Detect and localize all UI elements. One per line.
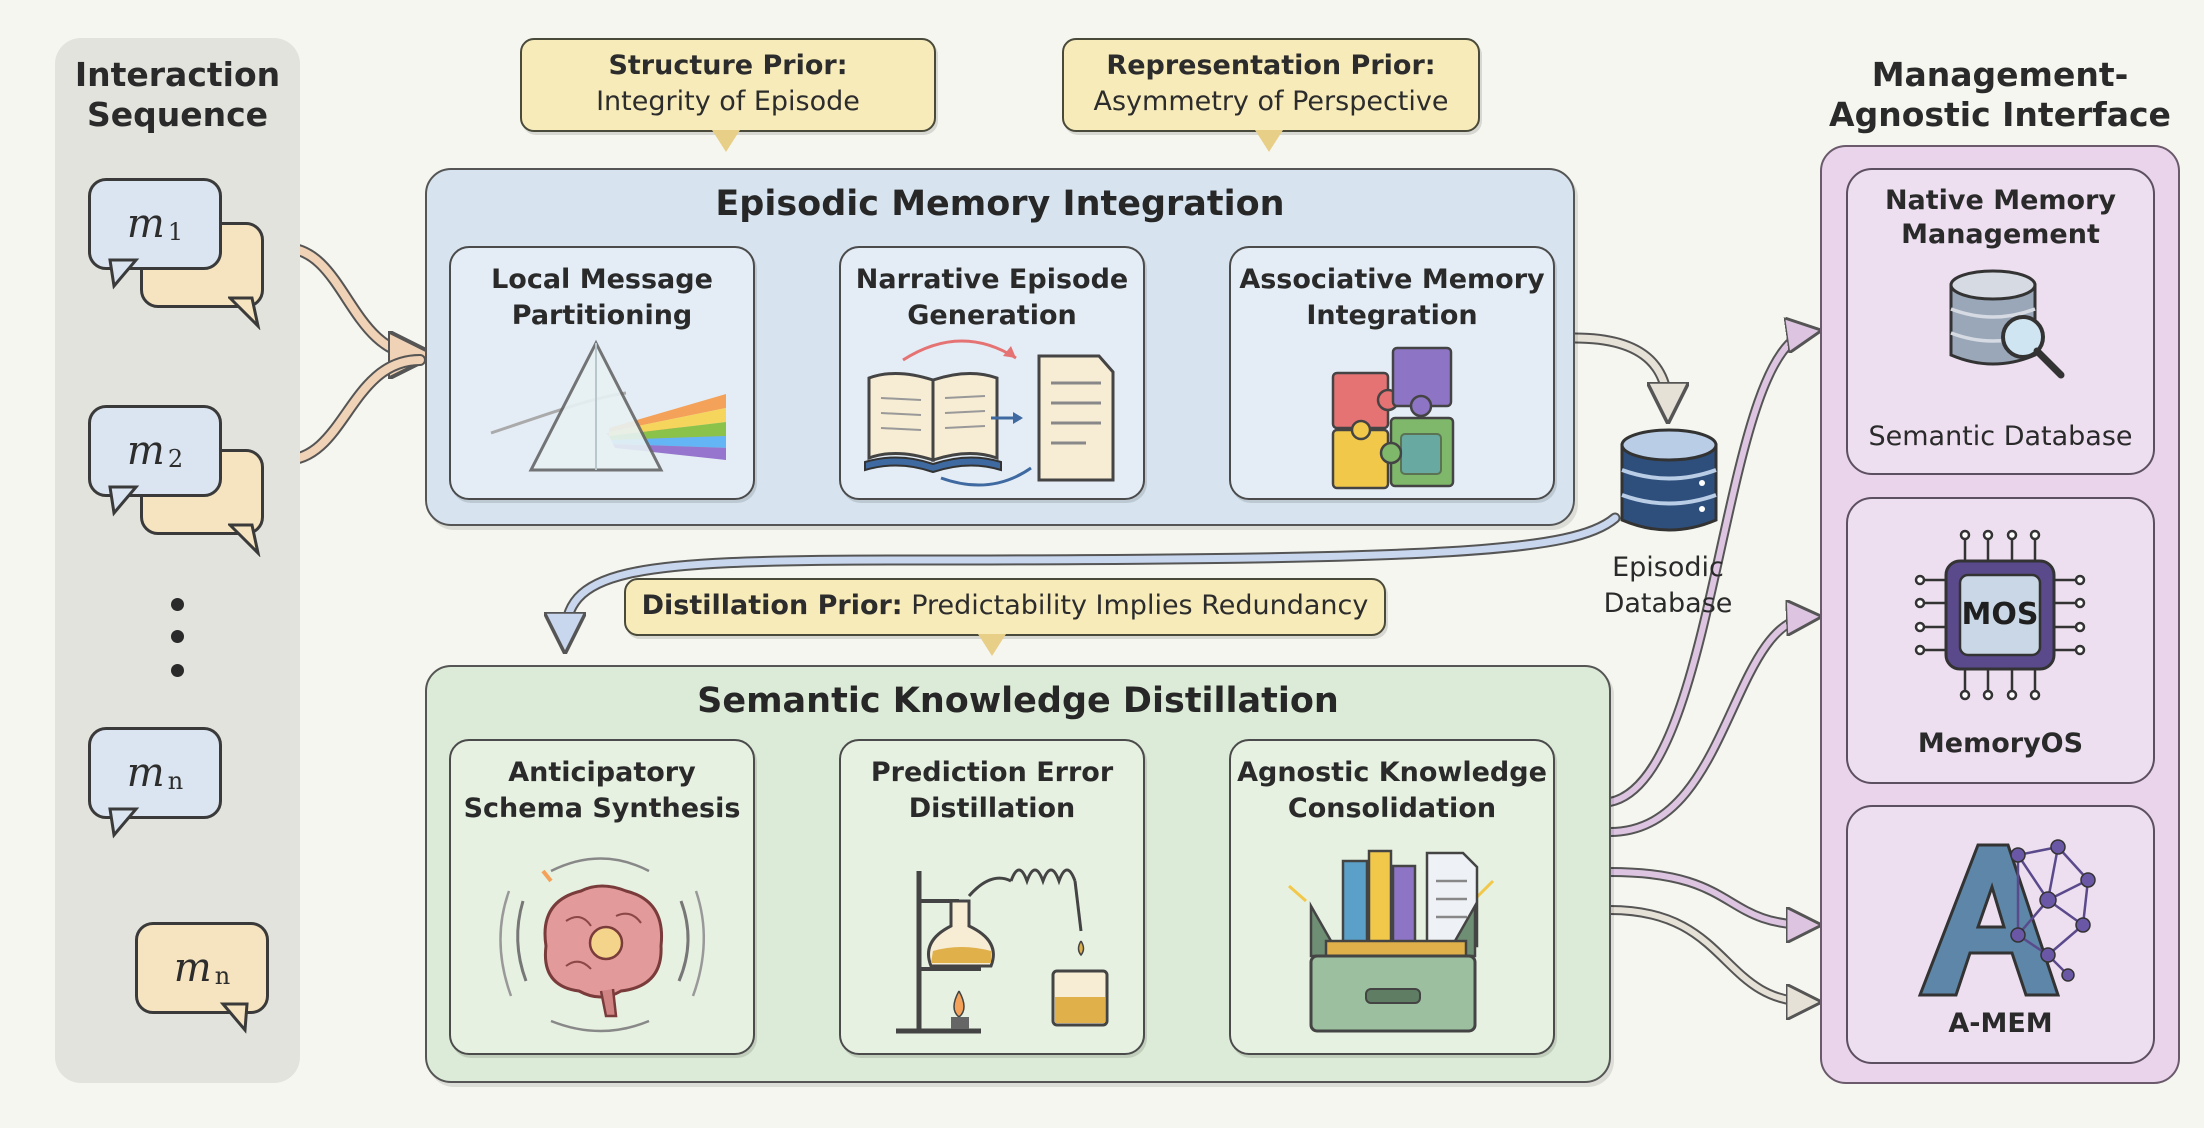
ellipsis-dot [171,598,184,611]
structure-prior-pointer [712,130,740,152]
representation-prior-box: Representation Prior: Asymmetry of Persp… [1062,38,1480,132]
network-letter-a-icon [1917,839,2096,997]
card-title: Agnostic Knowledge Consolidation [1237,757,1547,824]
book-to-document-icon [864,339,1115,487]
brain-icon [499,857,706,1033]
chip-icon [1914,529,2086,701]
message-symbol: m [126,428,165,474]
semantic-knowledge-section: Semantic Knowledge Distillation Anticipa… [425,665,1611,1083]
bubble-tail [108,485,140,517]
card-title: Narrative Episode Generation [855,264,1129,331]
representation-prior-text: Asymmetry of Perspective [1093,86,1449,117]
ellipsis-dot [171,630,184,643]
episodic-section-title: Episodic Memory Integration [715,184,1285,224]
distillation-flask-icon [896,868,1109,1034]
database-icon [1620,428,1718,532]
message-subscript: 1 [167,218,184,246]
distillation-prior-box: Distillation Prior: Predictability Impli… [624,578,1386,636]
card-prediction-error-distillation: Prediction Error Distillation [839,739,1145,1055]
arrow-semantic-to-amem-2 [1605,905,1815,1007]
card-title: Anticipatory Schema Synthesis [463,757,741,824]
message-subscript: n [214,962,231,990]
card-title: Local Message Partitioning [491,264,713,331]
representation-prior-title: Representation Prior: [1106,50,1436,81]
card-title: Native Memory Management [1884,185,2117,250]
message-subscript: n [167,767,184,795]
puzzle-icon [1331,346,1455,490]
message-subscript: 2 [167,445,184,473]
card-agnostic-knowledge-consolidation: Agnostic Knowledge Consolidation [1229,739,1555,1055]
distillation-prior-title: Distillation Prior: [641,590,903,621]
bubble-tail [108,807,140,839]
card-native-memory-management: Native Memory Management Semantic Databa… [1846,168,2155,475]
bubble-tail [219,1002,249,1034]
message-symbol: m [173,945,212,991]
structure-prior-box: Structure Prior: Integrity of Episode [520,38,936,132]
file-drawer-icon [1288,849,1495,1033]
semantic-section-title: Semantic Knowledge Distillation [697,681,1339,721]
card-a-mem: A-MEM [1846,805,2155,1064]
chip-label: MOS [1961,597,2039,632]
message-symbol: m [126,201,165,247]
structure-prior-title: Structure Prior: [608,50,848,81]
representation-prior-pointer [1255,130,1283,152]
card-title: MemoryOS [1917,728,2084,759]
arrow-m2-to-episodic [279,354,426,466]
episodic-database-label: Episodic Database [1603,552,1733,619]
semantic-database-caption: Semantic Database [1868,421,2133,452]
structure-prior-text: Integrity of Episode [596,86,860,117]
episodic-memory-section: Episodic Memory Integration Local Messag… [425,168,1575,526]
prism-icon [490,339,726,472]
card-title: Associative Memory Integration [1239,264,1545,331]
card-memoryos: MOS MemoryOS [1846,497,2155,784]
bubble-tail [108,258,140,290]
arrow-m1-to-episodic [279,242,426,361]
database-search-icon [1949,269,2065,379]
arrow-semantic-to-memoryos [1605,612,1815,837]
card-anticipatory-schema-synthesis: Anticipatory Schema Synthesis [449,739,755,1055]
bubble-tail [228,523,261,557]
message-symbol: m [126,750,165,796]
card-associative-memory-integration: Associative Memory Integration [1229,246,1555,500]
distillation-prior-text: Predictability Implies Redundancy [911,590,1369,621]
card-title: A-MEM [1948,1008,2053,1039]
arrow-episodic-to-database [1569,332,1674,416]
interaction-sequence-title: Interaction Sequence [74,55,281,134]
arrow-semantic-to-amem [1605,867,1815,930]
card-local-message-partitioning: Local Message Partitioning [449,246,755,500]
ellipsis-dot [171,664,184,677]
card-title: Prediction Error Distillation [870,757,1114,824]
interface-title: Management-Agnostic Interface [1829,55,2171,134]
distillation-prior-pointer [978,634,1006,656]
card-narrative-episode-generation: Narrative Episode Generation [839,246,1145,500]
bubble-tail [228,296,261,330]
